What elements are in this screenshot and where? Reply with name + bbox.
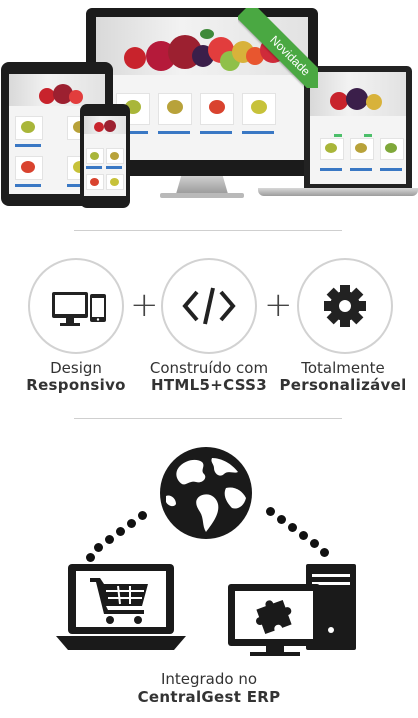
feature-label-responsive: Design Responsivo: [11, 360, 141, 394]
connector-dot: [288, 523, 297, 532]
divider-top: [74, 230, 342, 231]
plus-sign-2: +: [264, 285, 293, 325]
connector-dot: [105, 535, 114, 544]
connector-dot: [299, 531, 308, 540]
connector-dot: [127, 519, 136, 528]
devices-mockup: Novidade: [0, 0, 418, 215]
globe-icon: [160, 447, 252, 539]
imac-base: [160, 193, 244, 198]
connector-dot: [138, 511, 147, 520]
connector-dot: [86, 553, 95, 562]
connector-dot: [310, 539, 319, 548]
integration-line1: Integrado no: [160, 670, 258, 688]
ribbon-label: Novidade: [238, 8, 318, 88]
code-icon: [182, 287, 236, 325]
puzzle-computer-icon: [228, 564, 356, 656]
feature-label-customizable: Totalmente Personalizável: [278, 360, 408, 394]
integration-label: Integrado no CentralGest ERP: [100, 670, 318, 706]
connector-dot: [116, 527, 125, 536]
shopping-cart-laptop-icon: [56, 564, 186, 650]
laptop-base: [258, 188, 418, 196]
feature-circle-responsive: [28, 258, 124, 354]
imac-stand: [176, 176, 228, 194]
integration-line2: CentralGest ERP: [137, 688, 281, 706]
laptop-screen: [310, 72, 406, 184]
feature-line1: Totalmente: [301, 359, 385, 377]
feature-line1: Construído com: [149, 359, 269, 377]
feature-line1: Design: [50, 359, 102, 377]
gear-icon: [324, 285, 366, 327]
connector-dot: [320, 548, 329, 557]
devices-icon: [52, 292, 106, 326]
phone-screen: [84, 116, 126, 196]
feature-circle-html5: [161, 258, 257, 354]
feature-line2: Personalizável: [279, 376, 407, 394]
feature-label-html5: Construído com HTML5+CSS3: [144, 360, 274, 394]
feature-line2: HTML5+CSS3: [151, 376, 267, 394]
connector-dot: [277, 515, 286, 524]
connector-dot: [94, 543, 103, 552]
divider-bottom: [74, 418, 342, 419]
connector-dot: [266, 507, 275, 516]
plus-sign-1: +: [130, 285, 159, 325]
feature-line2: Responsivo: [26, 376, 126, 394]
feature-circle-customizable: [297, 258, 393, 354]
new-ribbon: Novidade: [238, 8, 318, 88]
